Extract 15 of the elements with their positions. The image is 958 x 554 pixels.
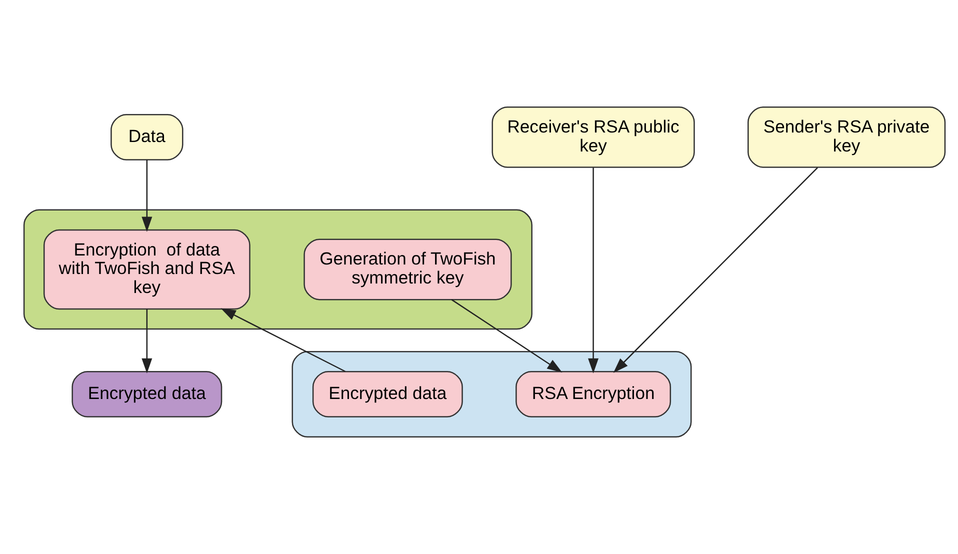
node-box: Sender's RSA private key xyxy=(747,106,946,168)
node-box: Data xyxy=(110,114,183,160)
cluster xyxy=(22,209,532,330)
cluster xyxy=(291,350,692,438)
node-box: Encrypted data xyxy=(312,371,462,418)
arrow xyxy=(141,160,152,232)
node-box: RSA Encryption xyxy=(515,371,671,418)
node-box: Receiver's RSA public key xyxy=(491,106,694,168)
arrow xyxy=(588,168,598,374)
arrow xyxy=(141,309,152,374)
arrow xyxy=(612,167,818,373)
node-box: Encryption of data with TwoFish and RSA key xyxy=(42,229,250,310)
arrow xyxy=(450,299,562,373)
node-box: Encrypted data xyxy=(71,371,222,418)
node-box: Generation of TwoFish symmetric key xyxy=(303,238,512,300)
